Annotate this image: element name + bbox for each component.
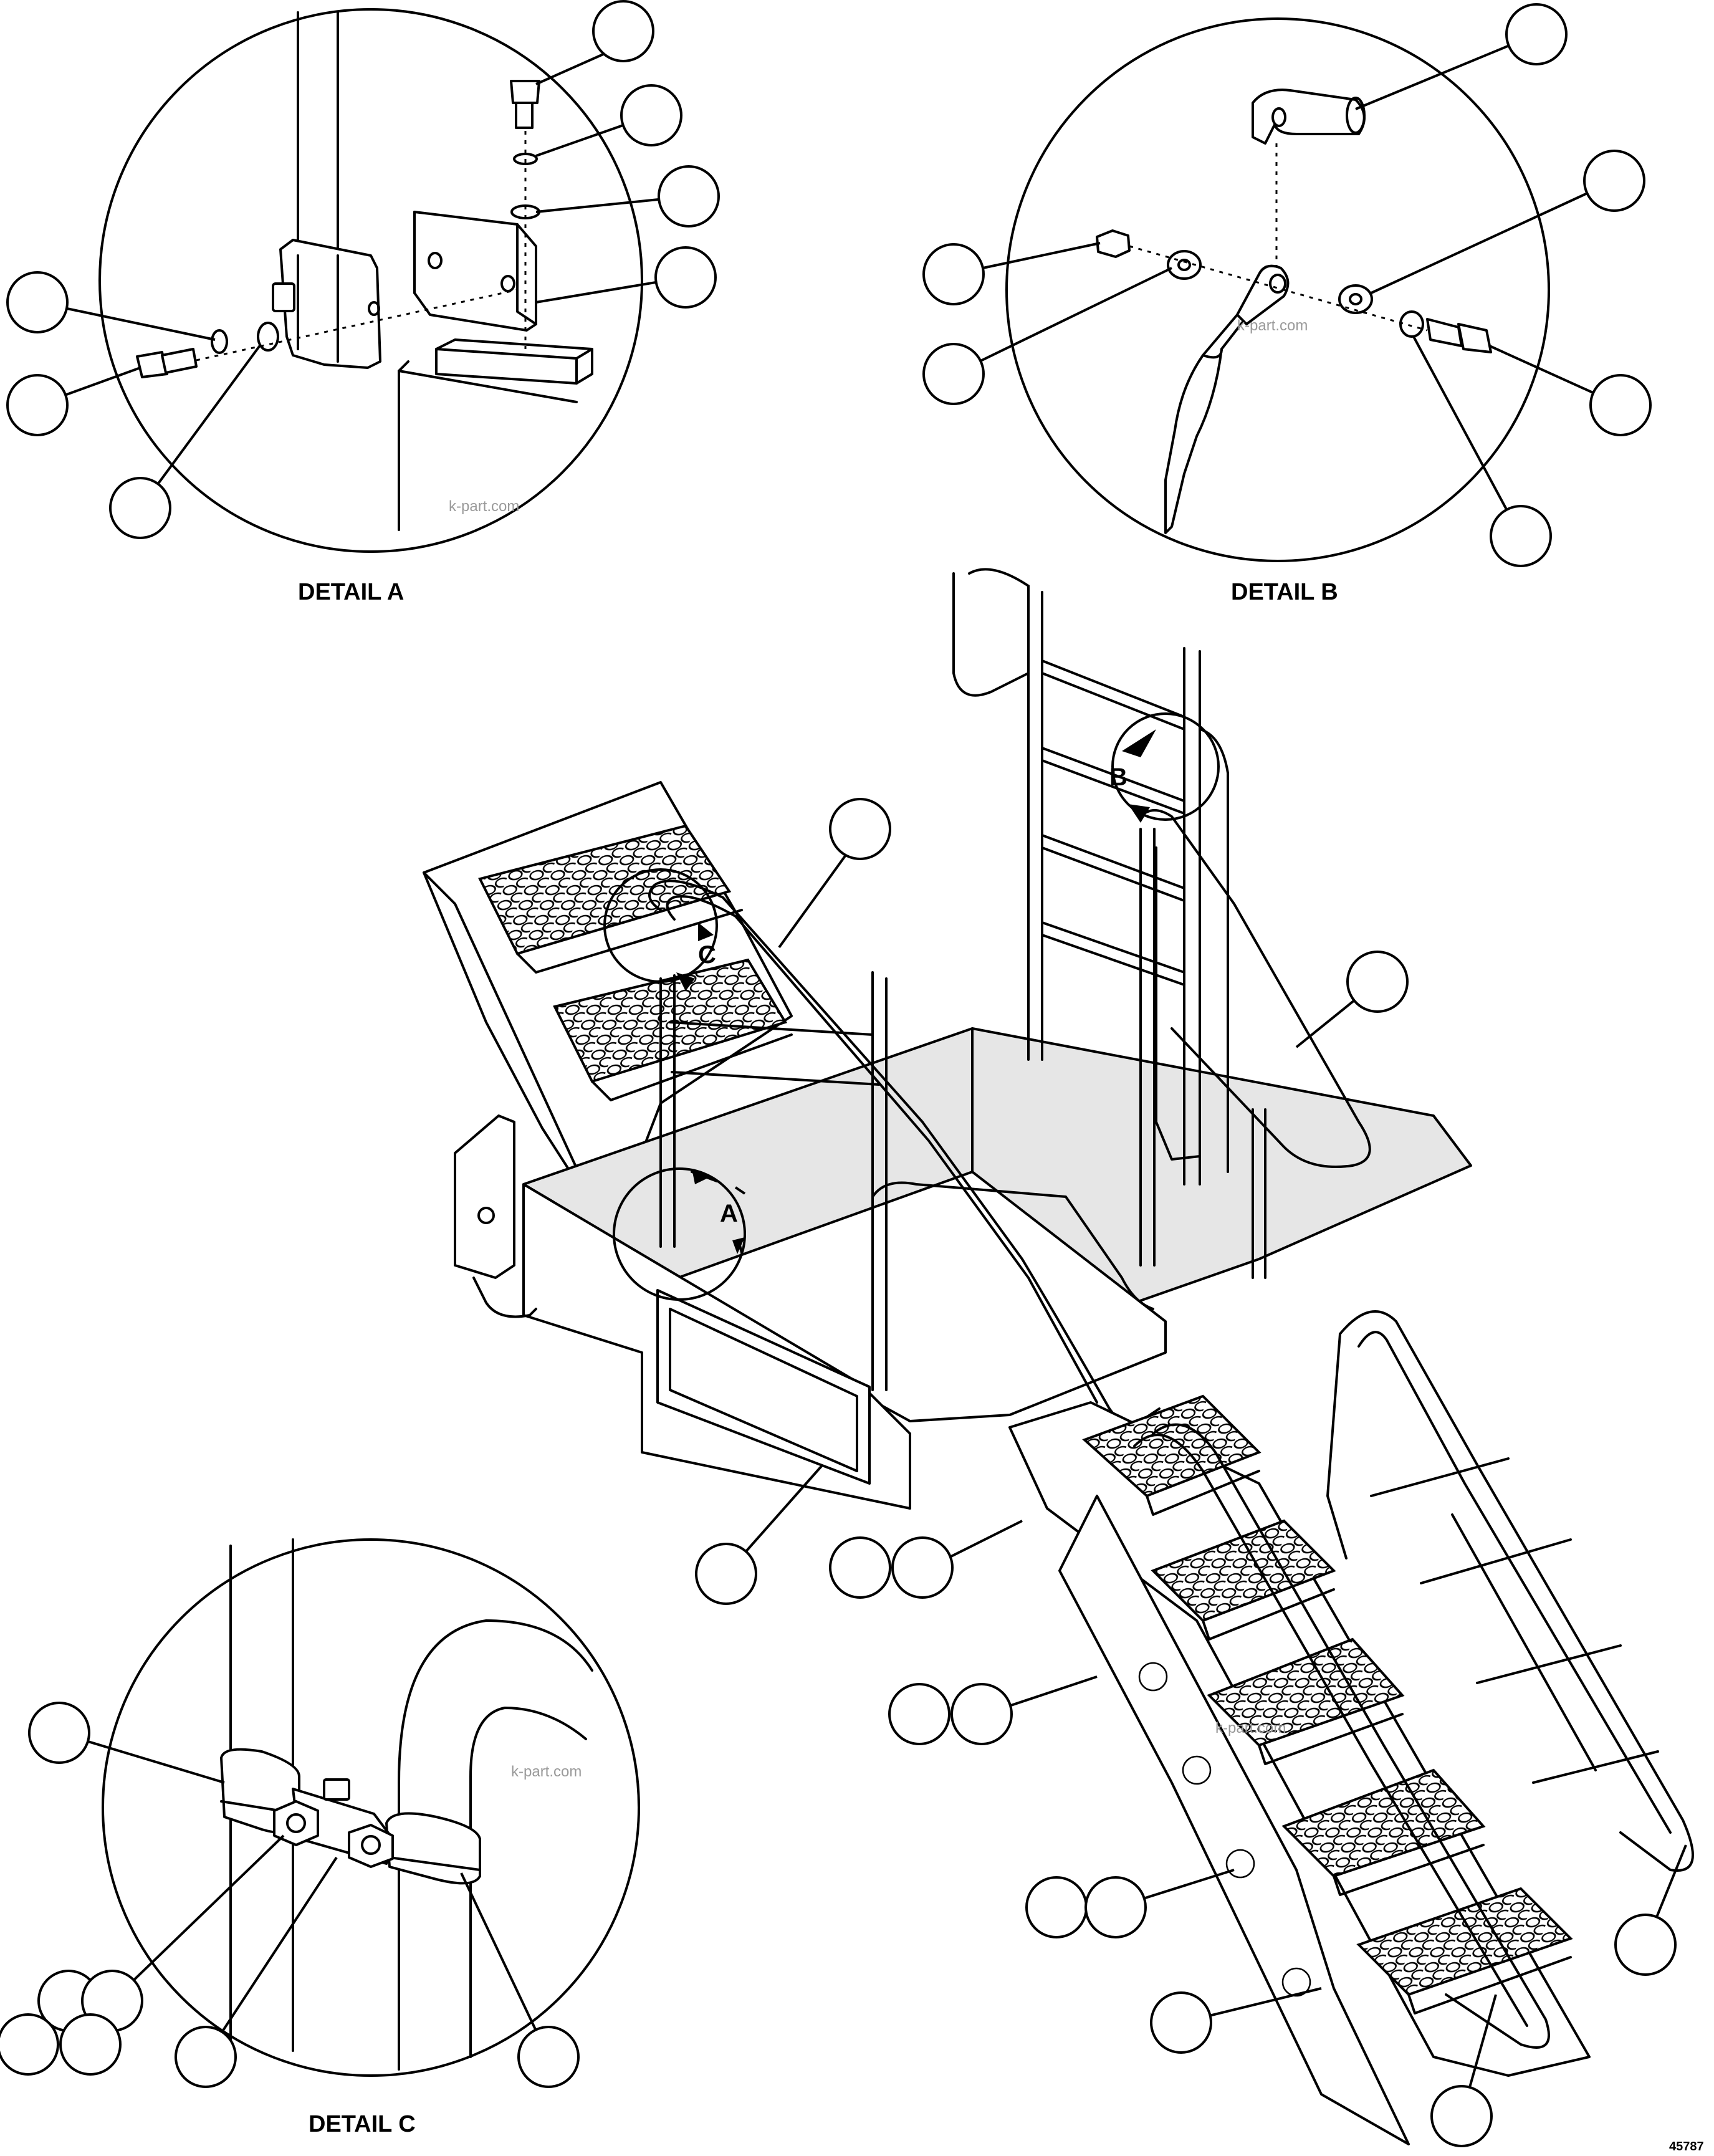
callout-a-1 <box>592 0 654 62</box>
cover-plate <box>656 1289 871 1485</box>
callout-c-1 <box>28 1702 90 1764</box>
clamp-bolt-head <box>272 282 295 312</box>
callout-a-3 <box>658 165 720 228</box>
detail-a-circle <box>98 8 643 553</box>
detail-c-marker-circle <box>603 868 718 983</box>
rear-ladder <box>1027 585 1201 1186</box>
watermark-b: k-part.com <box>1237 317 1308 334</box>
callout-main-5 <box>891 1536 954 1599</box>
lower-tread-1 <box>1082 1394 1262 1498</box>
hex-nut <box>1096 229 1131 258</box>
marker-c-text: C <box>698 941 716 969</box>
washer-left <box>1167 250 1202 280</box>
callout-c-7 <box>517 2026 580 2088</box>
handrail-tube <box>297 11 339 257</box>
callout-c-4 <box>0 2013 59 2076</box>
detail-a-label: DETAIL A <box>298 579 404 605</box>
callout-b-5 <box>1589 374 1652 436</box>
detail-b-circle <box>1005 17 1550 562</box>
callout-b-4 <box>922 343 985 405</box>
callout-main-1 <box>829 798 891 860</box>
bent-handrail <box>398 1619 593 2071</box>
callout-a-7 <box>109 477 171 539</box>
detail-c-label: DETAIL C <box>309 2111 416 2137</box>
marker-b-text: B <box>1109 764 1128 791</box>
lower-tread-4 <box>1281 1768 1486 1878</box>
callout-c-6 <box>175 2026 237 2088</box>
callout-a-6 <box>6 374 69 436</box>
drawing-number: 45787 <box>1669 2140 1704 2154</box>
callout-b-6 <box>1490 505 1552 567</box>
callout-main-7 <box>950 1683 1013 1745</box>
clamp-bolt-left <box>273 1800 319 1846</box>
watermark-a: k-part.com <box>449 498 519 515</box>
rear-handrail <box>1139 809 1371 1168</box>
detail-c-view: k-part.com DETAIL C <box>0 1538 640 2137</box>
support-cable <box>1164 314 1245 534</box>
mounting-bracket <box>454 1114 515 1279</box>
eye-terminal <box>1236 264 1290 325</box>
mounting-plate <box>413 211 537 332</box>
washer-right <box>1338 284 1373 314</box>
clamp-bolt-right <box>348 1824 394 1868</box>
upper-tread-1 <box>478 824 732 956</box>
callout-b-3 <box>922 243 985 305</box>
callout-main-3 <box>695 1543 757 1605</box>
detail-a-view: k-part.com DETAIL A <box>6 0 720 605</box>
watermark-main: k-part.com <box>1215 1720 1286 1737</box>
detail-b-label: DETAIL B <box>1231 579 1338 605</box>
detail-c-circle <box>102 1538 640 2077</box>
clamp-right <box>385 1812 481 1885</box>
hex-bolt-vertical <box>510 80 540 104</box>
spacer-block <box>435 348 578 385</box>
clamp-nut-top <box>323 1778 350 1801</box>
lock-washer-right <box>1399 310 1424 338</box>
callout-main-8 <box>1025 1876 1088 1938</box>
callout-b-1 <box>1505 3 1568 65</box>
marker-a-text: A <box>720 1200 738 1227</box>
detail-a-marker-circle <box>613 1167 746 1301</box>
hex-bolt-horizontal <box>136 351 168 378</box>
callout-main-9 <box>1084 1876 1147 1938</box>
callout-main-2 <box>1346 951 1409 1013</box>
lock-washer-side <box>211 329 228 354</box>
callout-main-12 <box>1614 1914 1677 1976</box>
lower-handrail-right <box>1339 1310 1694 1872</box>
callout-main-10 <box>1150 1991 1212 2054</box>
callout-main-6 <box>888 1683 950 1745</box>
callout-main-4 <box>829 1536 891 1599</box>
callout-a-2 <box>620 84 682 146</box>
lower-handrail-left <box>1152 1423 1550 2049</box>
callout-a-4 <box>654 246 717 309</box>
callout-b-2 <box>1583 150 1645 212</box>
detail-b-view: k-part.com DETAIL B <box>922 3 1652 605</box>
callout-main-11 <box>1430 2085 1493 2147</box>
callout-a-5 <box>6 271 69 333</box>
watermark-c: k-part.com <box>511 1763 582 1780</box>
detail-b-marker-circle <box>1111 712 1220 821</box>
lower-tread-3 <box>1207 1637 1405 1747</box>
front-handrail <box>659 974 676 1248</box>
callout-c-5 <box>59 2013 122 2076</box>
lower-tread-5 <box>1356 1887 1573 1996</box>
rail-clamp <box>279 239 381 369</box>
hex-bolt-right <box>1426 318 1463 347</box>
